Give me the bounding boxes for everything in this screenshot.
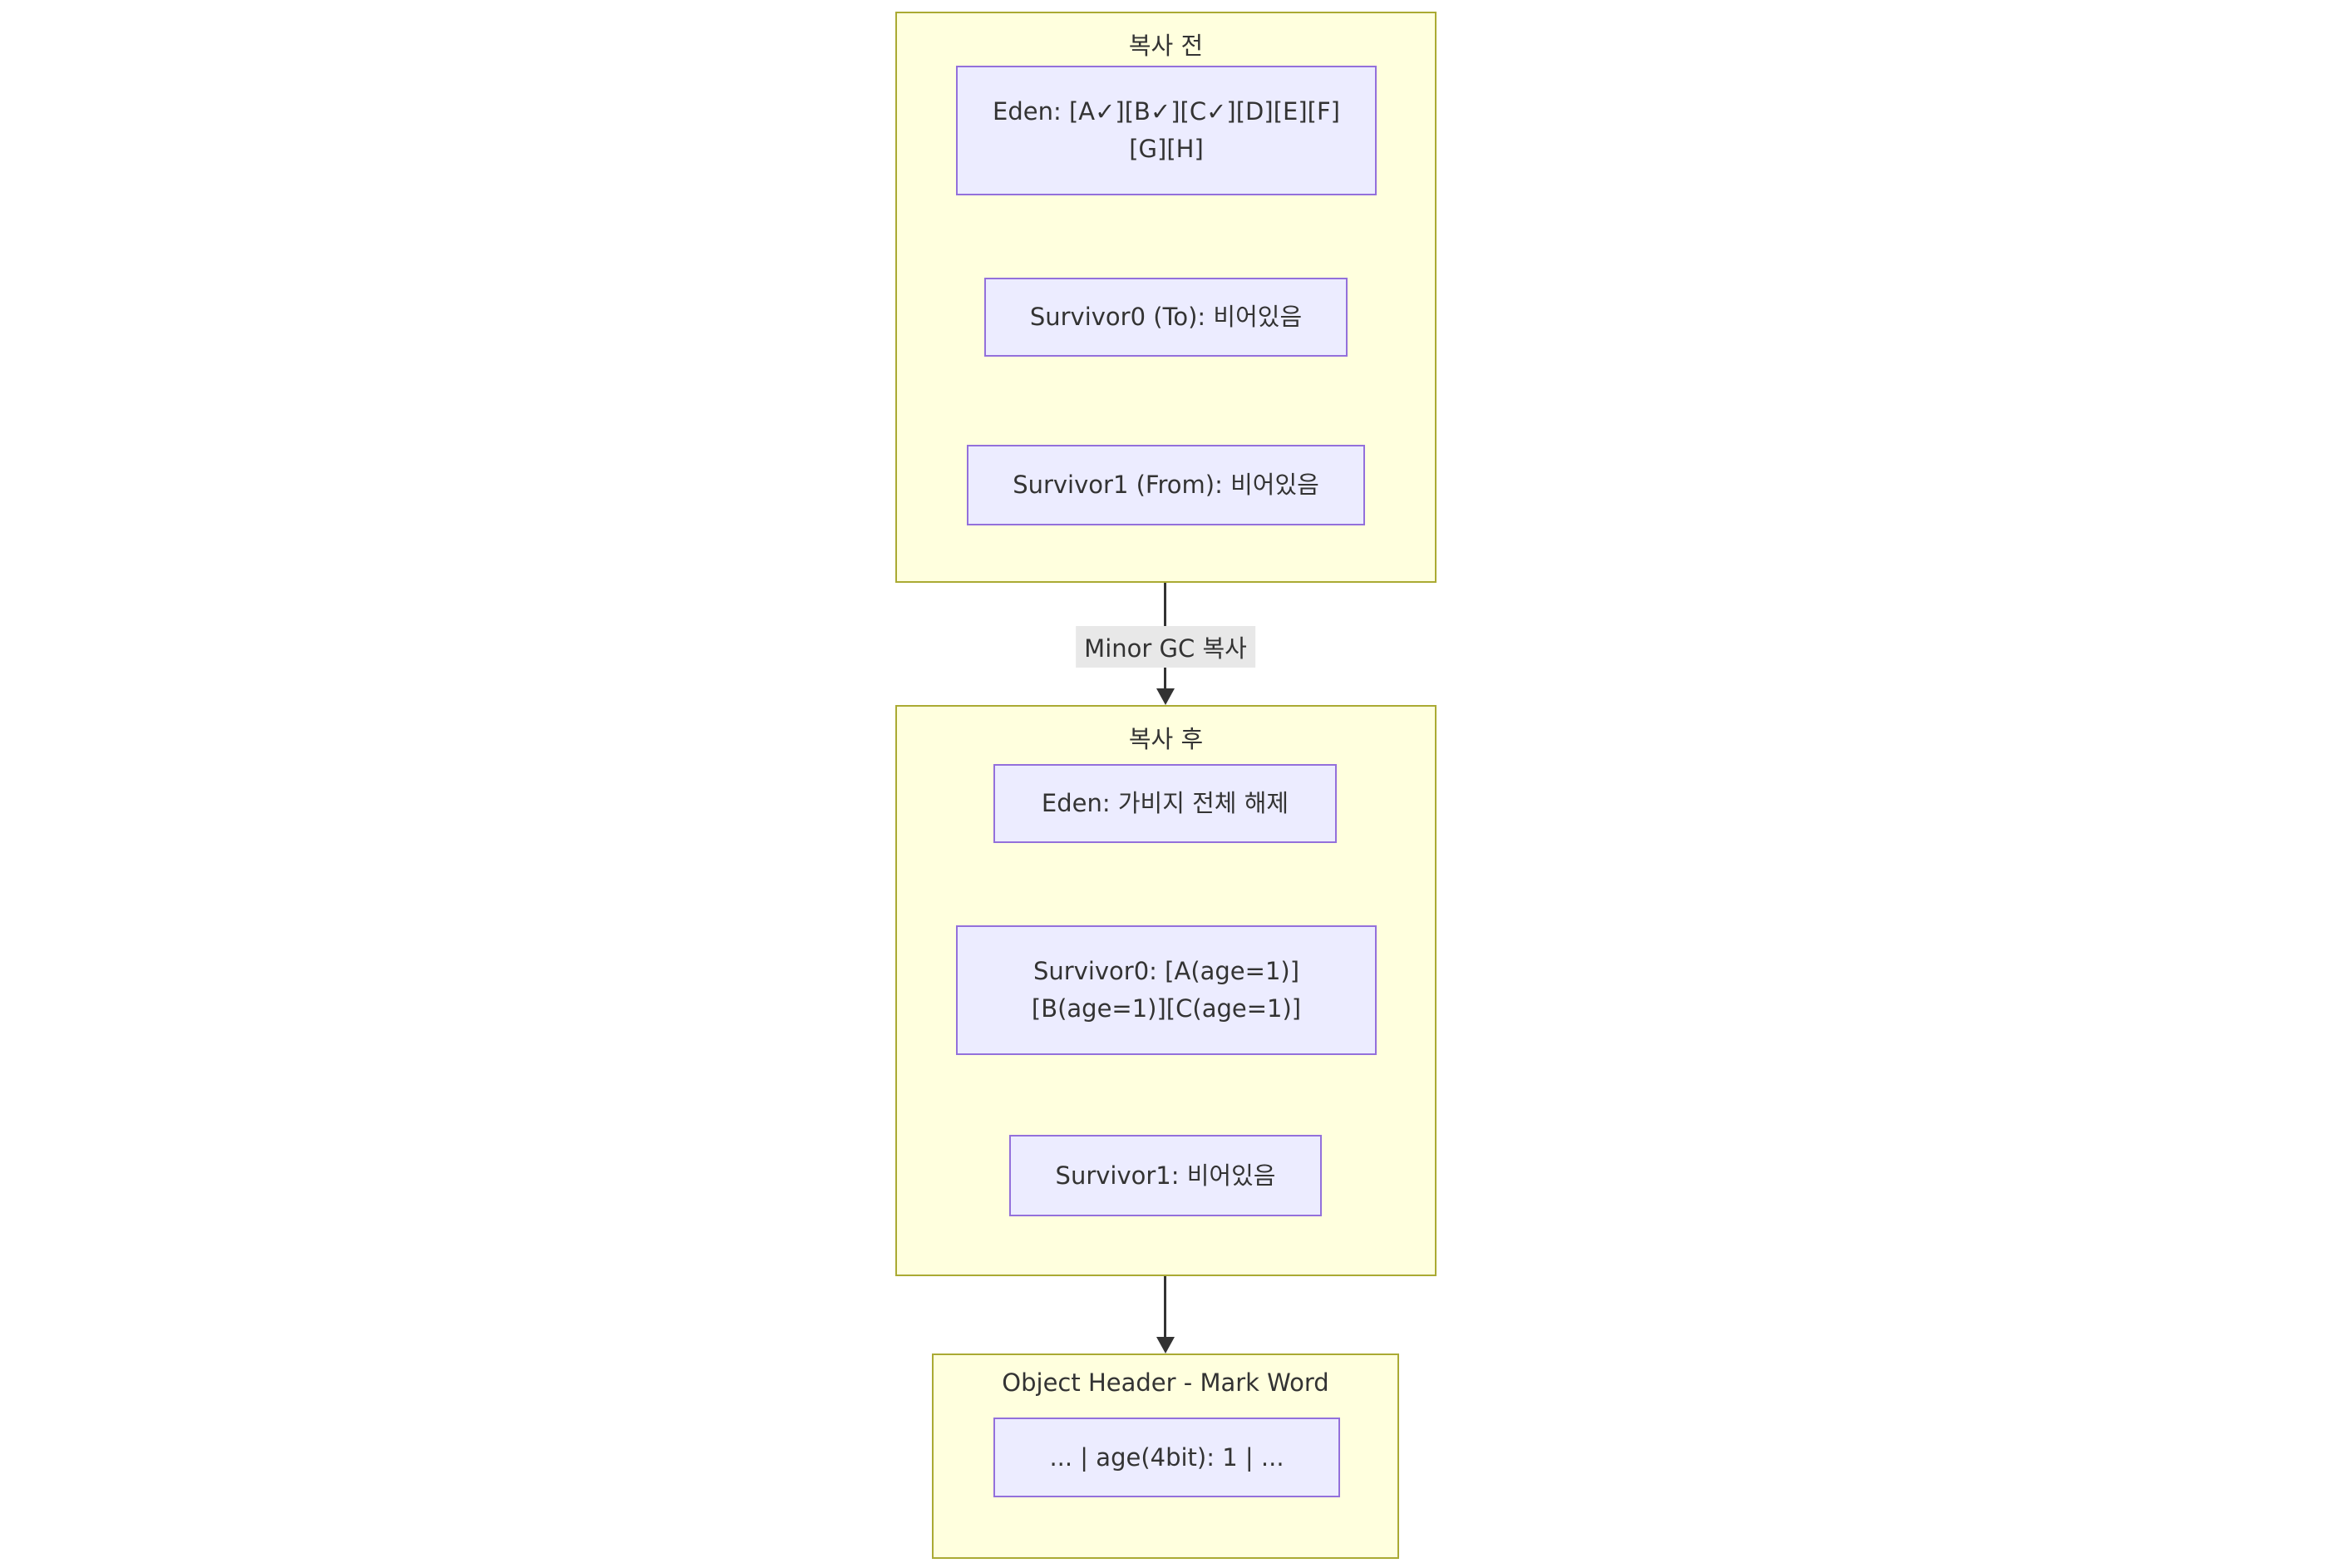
- node-eden-after: Eden: 가비지 전체 해제: [993, 764, 1337, 843]
- cluster-before-copy-title: 복사 전: [1128, 32, 1204, 60]
- node-survivor0-before-label: Survivor0 (To): 비어있음: [1029, 303, 1303, 332]
- edge-to-header-line: [1164, 1276, 1166, 1337]
- node-survivor0-before: Survivor0 (To): 비어있음: [984, 278, 1348, 357]
- node-survivor1-before: Survivor1 (From): 비어있음: [967, 445, 1365, 525]
- node-survivor0-after-line2: [B(age=1)][C(age=1)]: [1031, 994, 1302, 1023]
- edge-minor-gc-arrowhead-icon: [1156, 688, 1175, 705]
- node-mark-word-label: ... | age(4bit): 1 | ...: [1049, 1442, 1284, 1472]
- edge-minor-gc-label: Minor GC 복사: [1076, 626, 1255, 668]
- node-survivor0-after: Survivor0: [A(age=1)] [B(age=1)][C(age=1…: [956, 925, 1377, 1055]
- cluster-object-header-title: Object Header - Mark Word: [1002, 1368, 1329, 1397]
- node-survivor1-before-label: Survivor1 (From): 비어있음: [1013, 471, 1319, 500]
- node-eden-before: Eden: [A✓][B✓][C✓][D][E][F] [G][H]: [956, 66, 1377, 195]
- node-survivor1-after-label: Survivor1: 비어있음: [1055, 1161, 1276, 1190]
- cluster-after-copy-title: 복사 후: [1128, 725, 1204, 753]
- node-survivor1-after: Survivor1: 비어있음: [1009, 1135, 1322, 1216]
- node-mark-word: ... | age(4bit): 1 | ...: [993, 1418, 1340, 1497]
- node-survivor0-after-line1: Survivor0: [A(age=1)]: [1032, 957, 1300, 986]
- edge-to-header-arrowhead-icon: [1156, 1337, 1175, 1354]
- node-eden-before-line1: Eden: [A✓][B✓][C✓][D][E][F]: [993, 97, 1340, 126]
- node-eden-after-label: Eden: 가비지 전체 해제: [1041, 789, 1289, 818]
- node-eden-before-line2: [G][H]: [1129, 135, 1204, 163]
